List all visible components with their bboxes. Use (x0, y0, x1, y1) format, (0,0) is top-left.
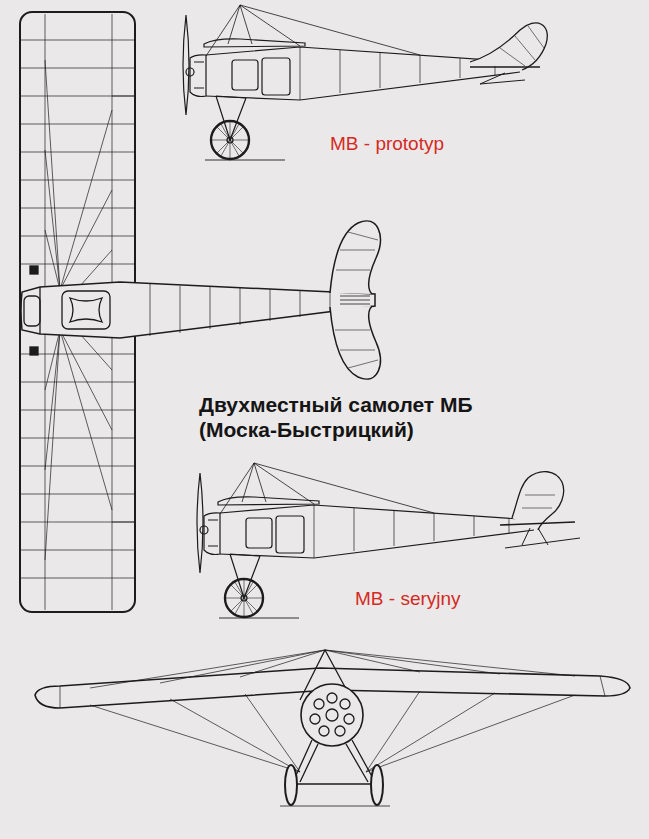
diagram-title: Двухместный самолет МБ (Моска-Быстрицкий… (199, 392, 477, 442)
view-label: MB - prototyp (330, 133, 444, 155)
view-label: MB - seryjny (355, 588, 461, 610)
